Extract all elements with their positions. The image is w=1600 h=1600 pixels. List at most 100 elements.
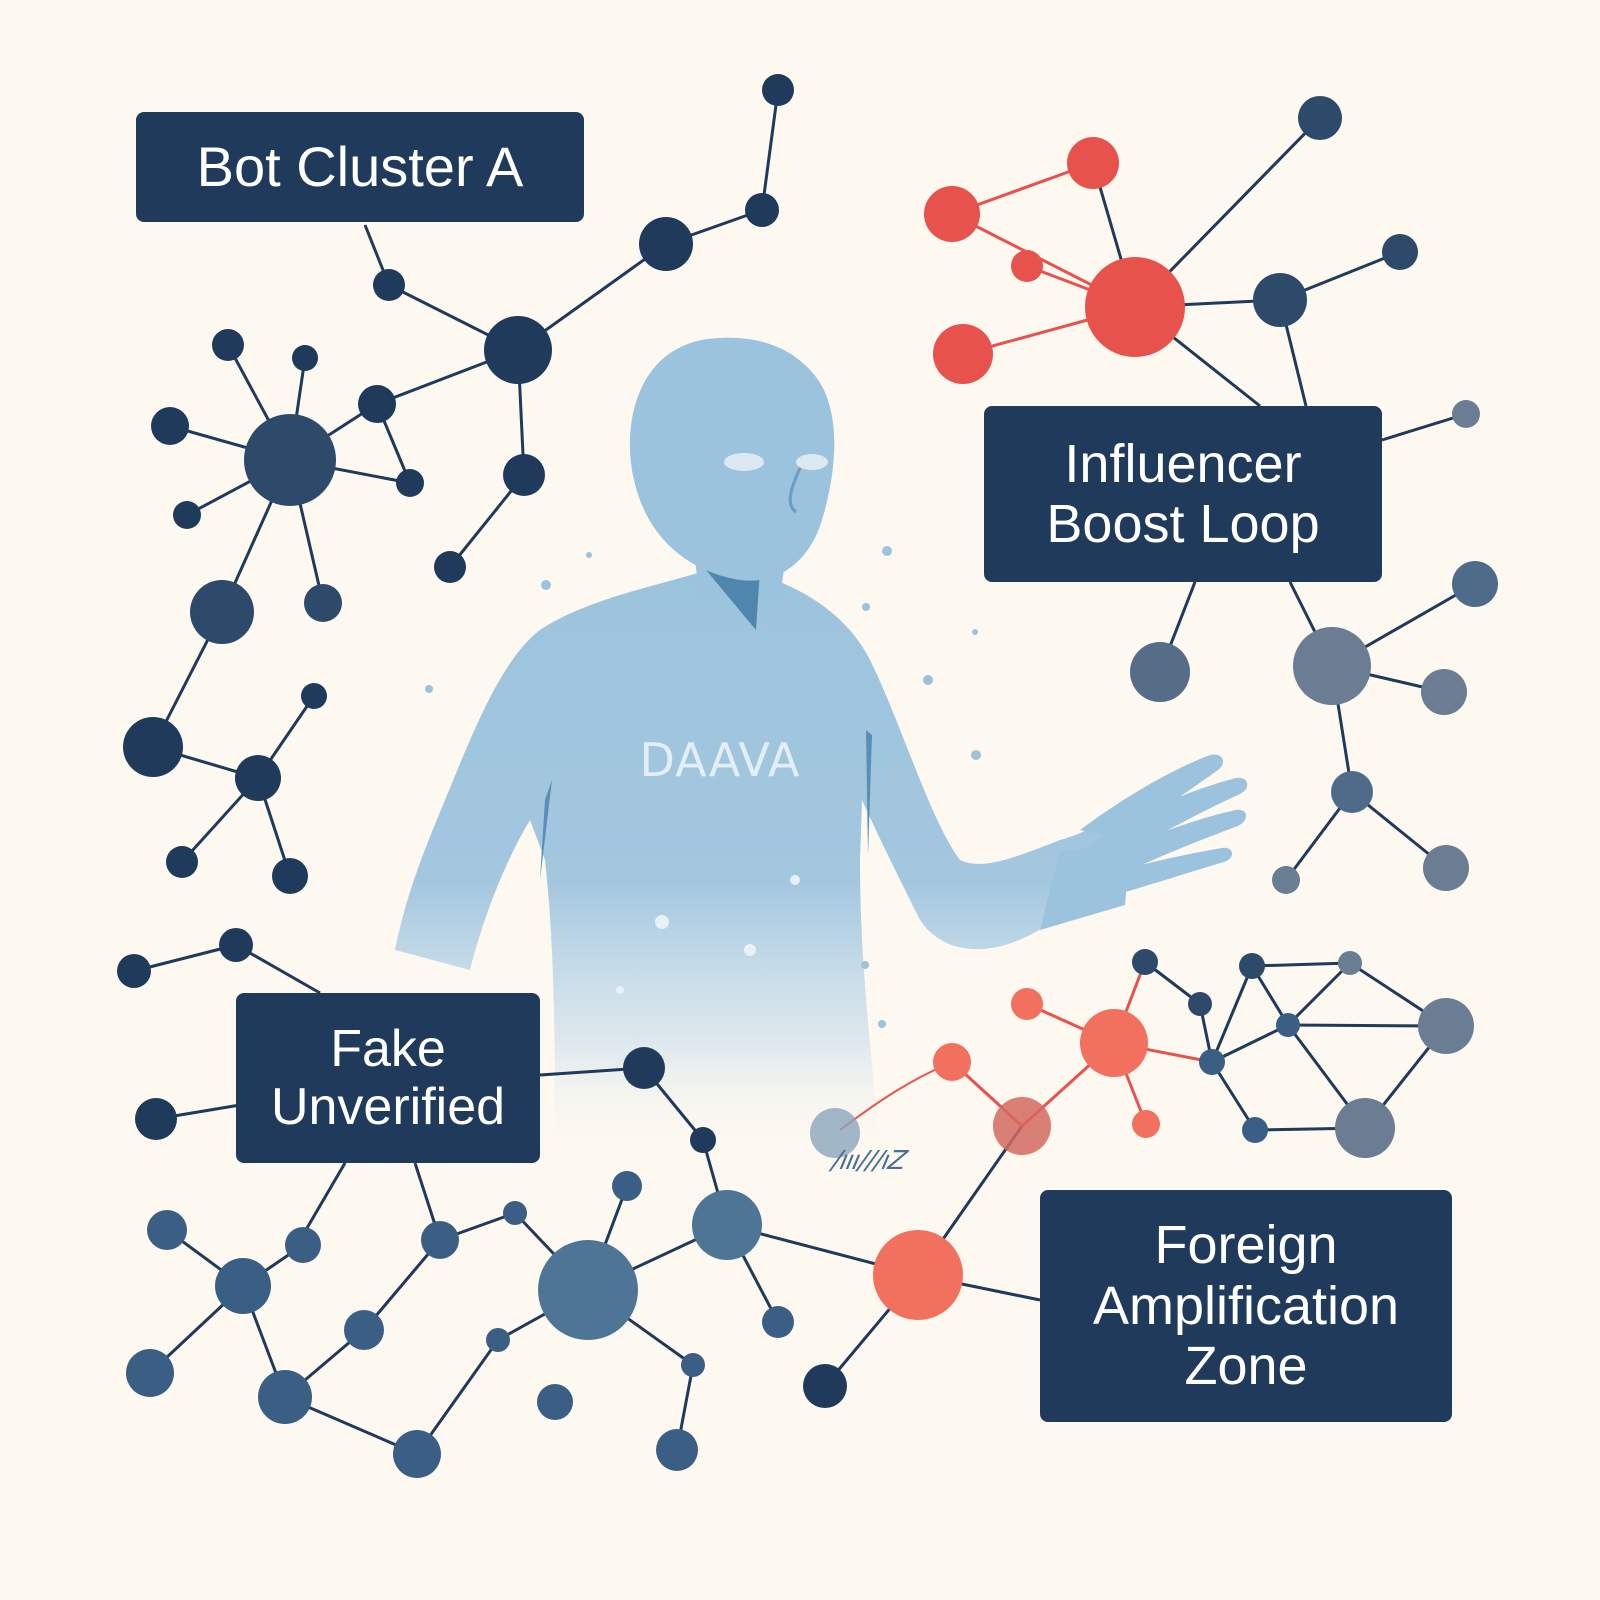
figure-torso: [395, 555, 1140, 1150]
network-node: [434, 551, 466, 583]
label-foreign-amplification-zone: Foreign Amplification Zone: [1040, 1190, 1452, 1422]
network-node: [612, 1171, 642, 1201]
network-node: [762, 1306, 794, 1338]
network-node: [1272, 866, 1300, 894]
network-node: [393, 1430, 441, 1478]
network-node: [123, 717, 183, 777]
network-node: [151, 407, 189, 445]
network-node: [1132, 949, 1158, 975]
network-node: [1242, 1117, 1268, 1143]
network-node: [272, 858, 308, 894]
figure-arm-shadow-right: [866, 730, 872, 855]
network-node: [692, 1190, 762, 1260]
network-node: [292, 345, 318, 371]
network-node: [373, 269, 405, 301]
network-node: [933, 1043, 971, 1081]
label-influencer-boost-loop: Influencer Boost Loop: [984, 406, 1382, 582]
label-line: Unverified: [270, 1078, 506, 1136]
network-node: [1067, 137, 1119, 189]
figure-chest-badge: DAAVA: [639, 733, 801, 787]
network-node: [215, 1258, 271, 1314]
network-node: [235, 755, 281, 801]
network-hub-node: [538, 1240, 638, 1340]
network-node: [1293, 627, 1371, 705]
network-node: [993, 1097, 1051, 1155]
network-node: [1298, 96, 1342, 140]
label-line: Influencer: [1064, 433, 1302, 494]
human-figure: [395, 337, 1248, 1150]
network-node: [1338, 951, 1362, 975]
bottom-left-nodes: [126, 1108, 860, 1478]
network-node: [503, 454, 545, 496]
label-line: Foreign: [1154, 1215, 1338, 1276]
network-node: [285, 1227, 321, 1263]
network-hub-node: [244, 414, 336, 506]
network-node: [219, 928, 253, 962]
label-fake-unverified: Fake Unverified: [236, 993, 540, 1163]
network-node: [301, 683, 327, 709]
network-hub-node: [1080, 1009, 1148, 1077]
figure-sparkles: [425, 546, 981, 1028]
figure-left-eye: [724, 453, 764, 471]
network-node: [1011, 250, 1043, 282]
network-node: [1130, 642, 1190, 702]
figure-hand: [1040, 754, 1248, 930]
network-node: [1188, 992, 1212, 1016]
network-node: [126, 1349, 174, 1397]
network-node: [656, 1429, 698, 1471]
bot-cluster-nodes: [117, 74, 847, 1408]
network-node: [212, 329, 244, 361]
network-node: [639, 217, 693, 271]
network-node: [1253, 273, 1307, 327]
network-node: [147, 1210, 187, 1250]
network-node: [1421, 669, 1467, 715]
network-node: [690, 1127, 716, 1153]
network-node: [358, 385, 396, 423]
network-hub-node: [873, 1230, 963, 1320]
network-node: [1335, 1098, 1395, 1158]
figure-right-eye: [796, 454, 828, 470]
network-node: [484, 316, 552, 384]
network-node: [933, 324, 993, 384]
label-line: Amplification: [1092, 1275, 1400, 1336]
network-node: [396, 469, 424, 497]
network-node: [1452, 400, 1480, 428]
signal-scribble: /ııı///ıZ: [829, 1146, 909, 1176]
network-node: [1423, 845, 1469, 891]
network-node: [304, 584, 342, 622]
foreign-nodes: [873, 949, 1474, 1320]
network-node: [344, 1310, 384, 1350]
network-node: [1011, 988, 1043, 1020]
network-node: [623, 1047, 665, 1089]
network-node: [258, 1370, 312, 1424]
network-node: [1199, 1049, 1225, 1075]
network-node: [486, 1328, 510, 1352]
network-node: [166, 846, 198, 878]
network-node: [1239, 953, 1265, 979]
figure-nose: [788, 467, 802, 514]
network-node: [503, 1201, 527, 1225]
network-node: [1382, 234, 1418, 270]
network-node: [810, 1108, 860, 1158]
network-node: [421, 1221, 459, 1259]
figure-arm-shadow-left: [540, 780, 552, 880]
network-node: [1132, 1110, 1160, 1138]
network-node: [173, 501, 201, 529]
red-cluster-nodes: [924, 137, 1185, 384]
network-node: [762, 74, 794, 106]
network-node: [1276, 1013, 1300, 1037]
network-node: [1331, 771, 1373, 813]
network-node: [117, 954, 151, 988]
label-line: Fake: [330, 1019, 446, 1078]
network-node: [745, 193, 779, 227]
label-bot-cluster-a: Bot Cluster A: [136, 112, 584, 222]
network-node: [537, 1384, 573, 1420]
label-line: Bot Cluster A: [196, 134, 524, 198]
network-node: [803, 1364, 847, 1408]
label-line: Zone: [1184, 1336, 1308, 1397]
network-node: [681, 1353, 705, 1377]
network-node: [924, 186, 980, 242]
network-node: [1452, 561, 1498, 607]
